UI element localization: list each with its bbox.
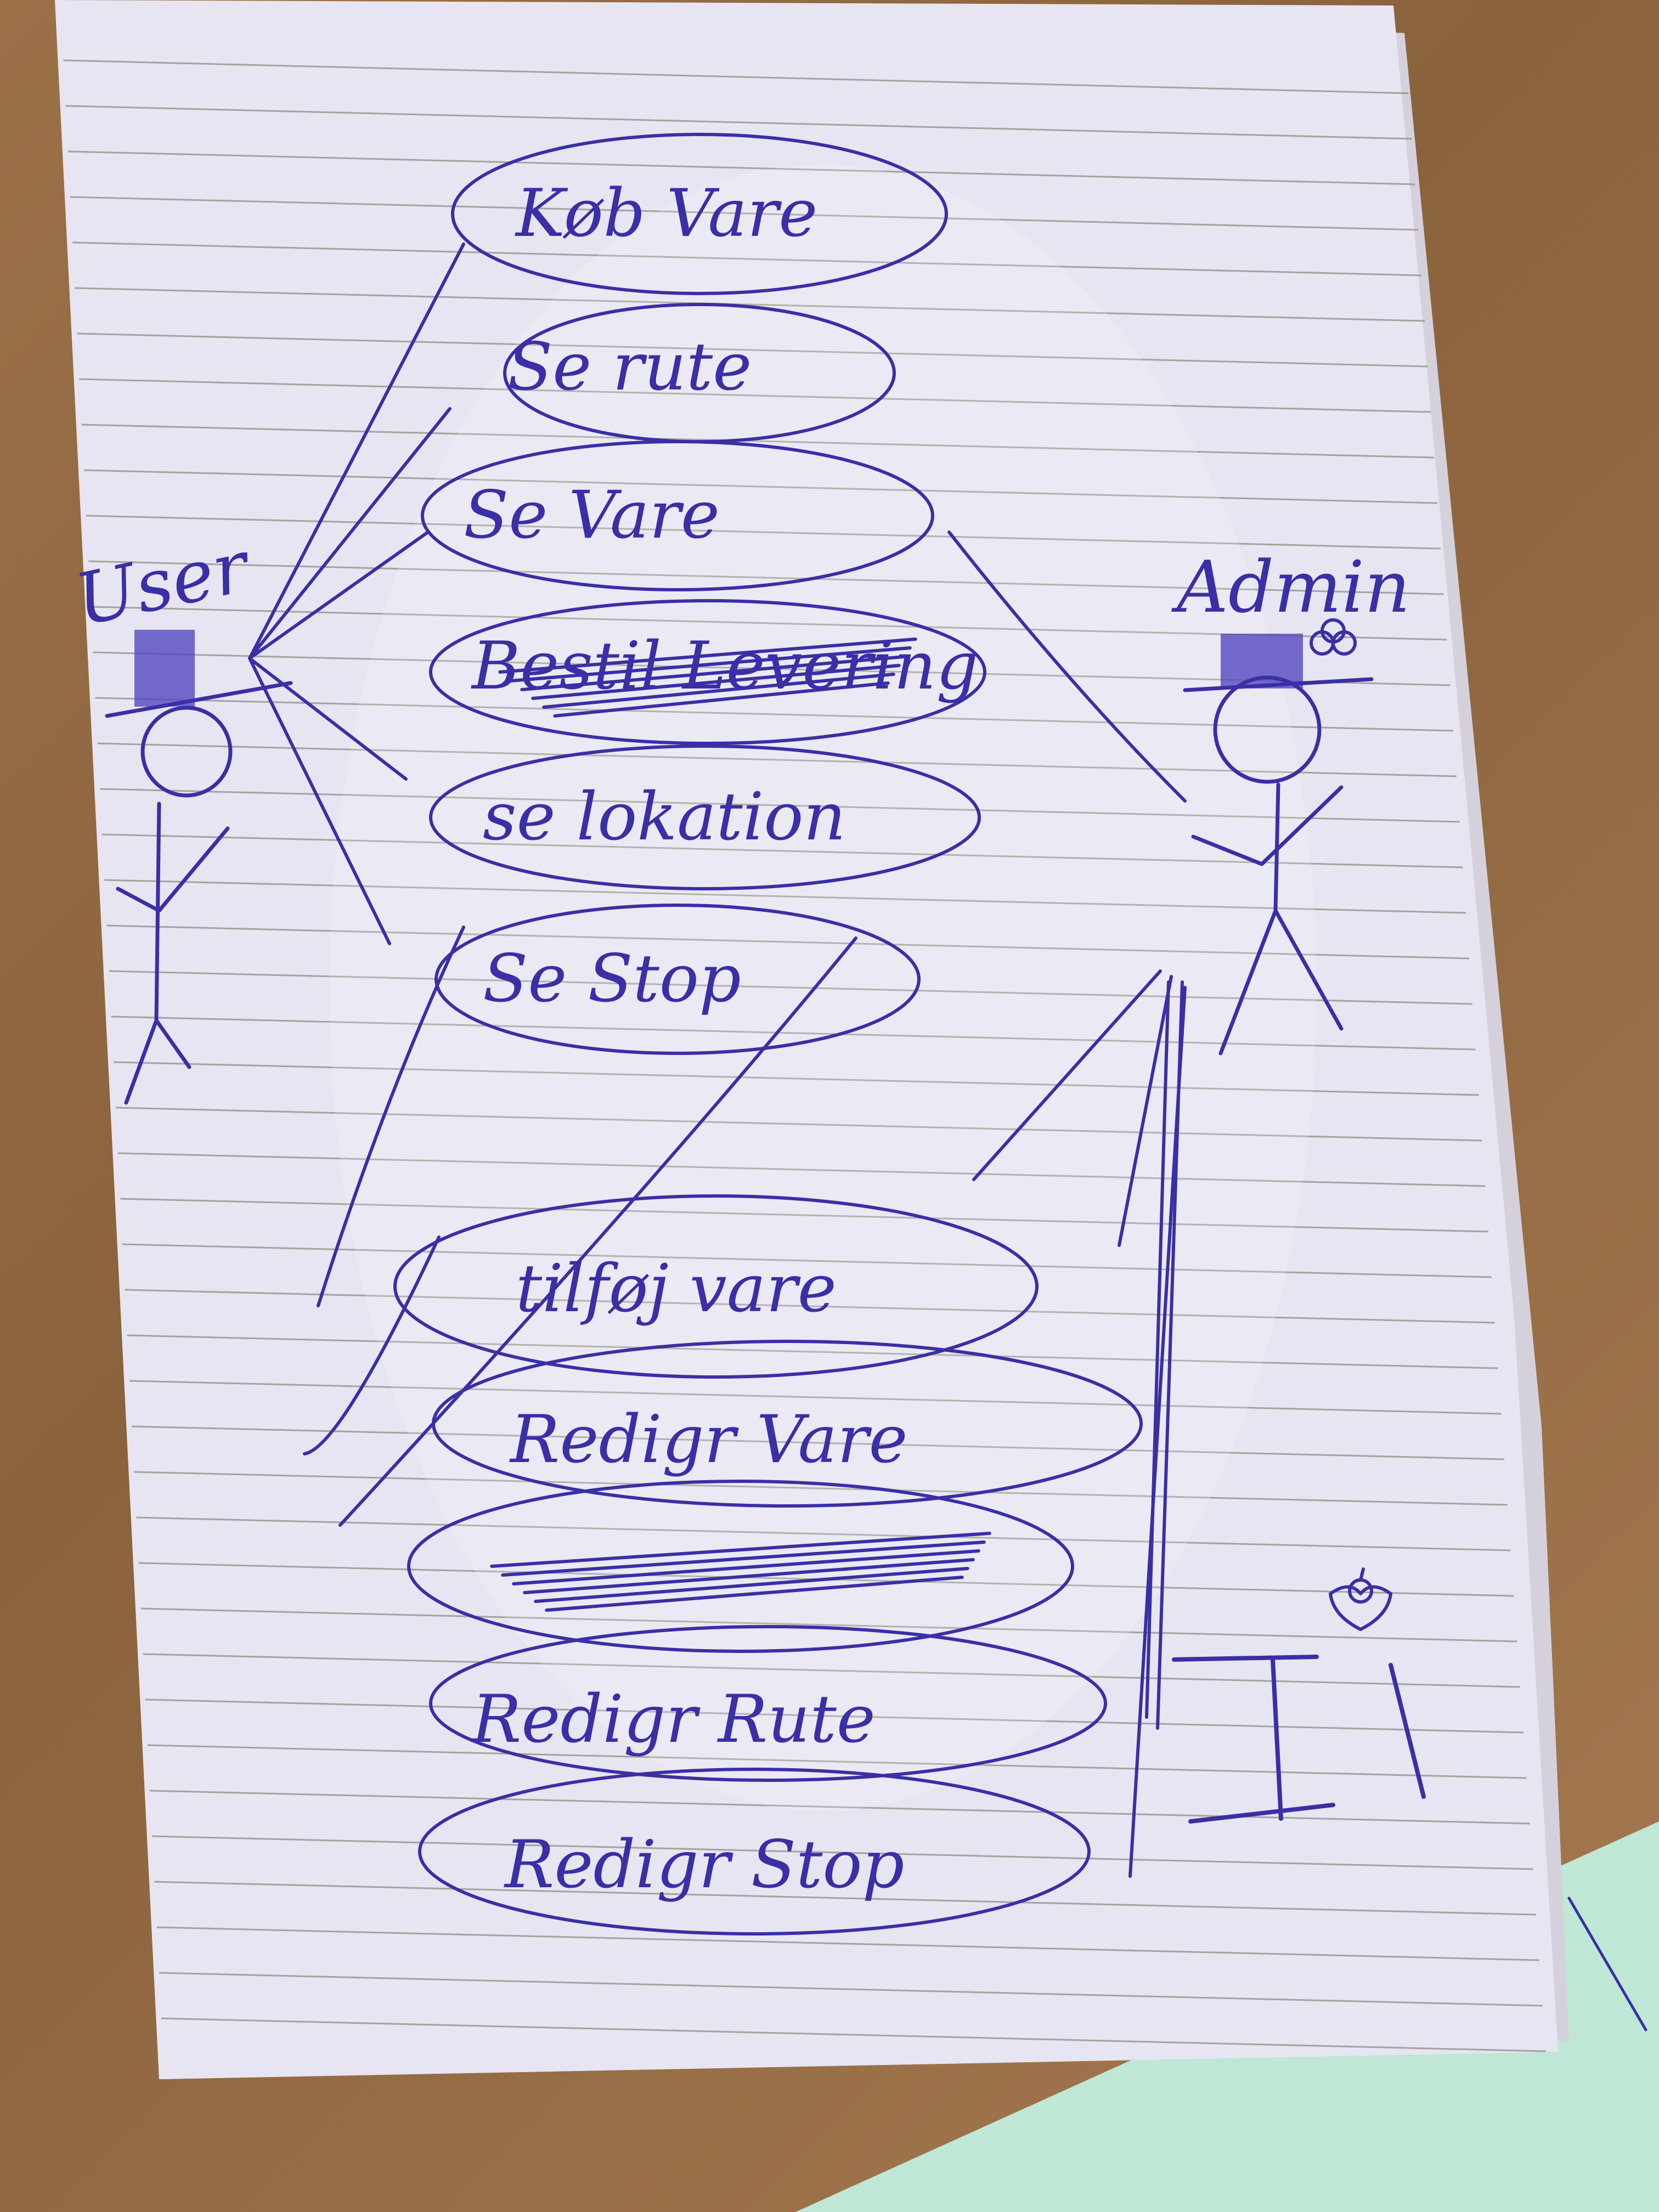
user-hat-brim [105,681,293,718]
use-case-label: se lokation [483,779,846,855]
admin-right-arm [1260,785,1344,866]
ruled-line [150,1790,1530,1825]
ruled-line [65,105,1412,140]
ruled-line [109,970,1472,1005]
use-case-ellipse [421,440,934,591]
ruled-line [125,1289,1495,1324]
use-case-scribbled [407,1480,1074,1653]
use-case-label: Se Vare [464,477,720,554]
ruled-line [122,1243,1492,1278]
ruled-line [115,1107,1482,1142]
use-case-bestil-levering: Bestil Levering [429,599,986,745]
ruled-line [97,742,1457,777]
admin-hat-brim [1183,677,1374,692]
ruled-line [81,424,1435,459]
light-glare [329,165,1317,1810]
actor-admin: Admin [1171,545,1410,1056]
ruled-line [77,332,1428,368]
ruled-line [79,378,1431,413]
ruled-line [120,1198,1488,1233]
use-case-label: Redigr Rute [471,1681,876,1758]
use-case-redigr-vare: Redigr Vare [432,1340,1143,1508]
ruled-line [145,1699,1523,1734]
ruled-line [72,241,1421,276]
ruled-line [131,1425,1505,1460]
use-case-ellipse [429,1625,1107,1782]
ruled-line [113,1061,1479,1096]
ruled-line [63,59,1409,94]
ruled-line [154,1881,1537,1916]
ruled-line [99,788,1460,823]
admin-head [1213,675,1322,784]
use-case-se-lokation: se lokation [429,744,981,890]
use-case-se-stop: Se Stop [435,904,921,1055]
admin-left-arm [1191,834,1264,866]
ruled-line [152,1835,1533,1870]
use-case-se-rute: Se rute [503,303,896,443]
ruled-line [140,1607,1517,1643]
admin-left-leg [1218,909,1278,1056]
use-case-label: Se rute [507,329,752,405]
use-case-se-vare: Se Vare [421,440,934,591]
user-laptop-icon [134,630,195,707]
use-case-label: Se Stop [483,941,741,1017]
use-case-label: Redigr Vare [509,1402,907,1478]
use-case-ellipse [432,1340,1143,1508]
admin-associations [947,531,1187,1878]
strike-scribble [490,1532,991,1612]
ruled-line [134,1471,1508,1506]
user-left-arm [116,887,161,913]
ruled-line [75,287,1425,322]
strike-scribble [498,637,917,718]
user-right-leg [154,1018,191,1069]
ruled-lines [63,59,1546,2052]
use-case-ellipse [435,904,921,1055]
user-right-arm [157,826,230,913]
ruled-line [161,2017,1546,2052]
actor-admin-label: Admin [1171,545,1410,629]
ruled-line [129,1380,1502,1415]
use-case-ellipse [451,133,948,295]
use-case-tilfoj-vare: tilføj vare [393,1194,1039,1379]
ruled-line [127,1334,1498,1369]
use-case-ellipse [407,1480,1074,1653]
ruled-line [159,1972,1543,2007]
use-case-label: Redigr Stop [504,1827,904,1903]
ruled-line [83,469,1438,504]
ruled-line [95,697,1454,732]
heart-doodle-icon [1329,1567,1392,1631]
use-case-ellipse [418,1768,1091,1936]
admin-right-leg [1273,909,1344,1031]
user-head [140,706,233,798]
use-case-redigr-stop: Redigr Stop [418,1768,1091,1936]
ruled-line [104,879,1466,914]
ruled-line [118,1152,1486,1187]
use-case-kob-vare: Køb Vare [451,133,948,295]
use-case-ellipse [393,1194,1039,1379]
ruled-line [156,1926,1539,1961]
ruled-line [88,560,1444,595]
use-case-ellipse [429,599,986,745]
ruled-line [148,1744,1527,1779]
use-case-label: Køb Vare [515,176,817,252]
ruled-line [106,924,1470,960]
use-case-redigr-rute: Redigr Rute [429,1625,1107,1782]
admin-laptop-icon [1221,634,1303,689]
ruled-line [136,1516,1511,1551]
ruled-line [70,196,1419,231]
ruled-line [111,1015,1476,1051]
use-case-label: tilføj vare [516,1251,837,1327]
ruled-line [143,1653,1521,1688]
ruled-line [102,833,1463,868]
corner-mark: I I [1172,1567,1426,1824]
mint-paper-mark [1567,1897,1647,2032]
notebook-page [55,0,1558,2079]
use-case-ellipse [429,744,981,890]
ruled-line [67,150,1415,185]
ruled-line [86,515,1441,550]
user-left-leg [124,1018,159,1105]
